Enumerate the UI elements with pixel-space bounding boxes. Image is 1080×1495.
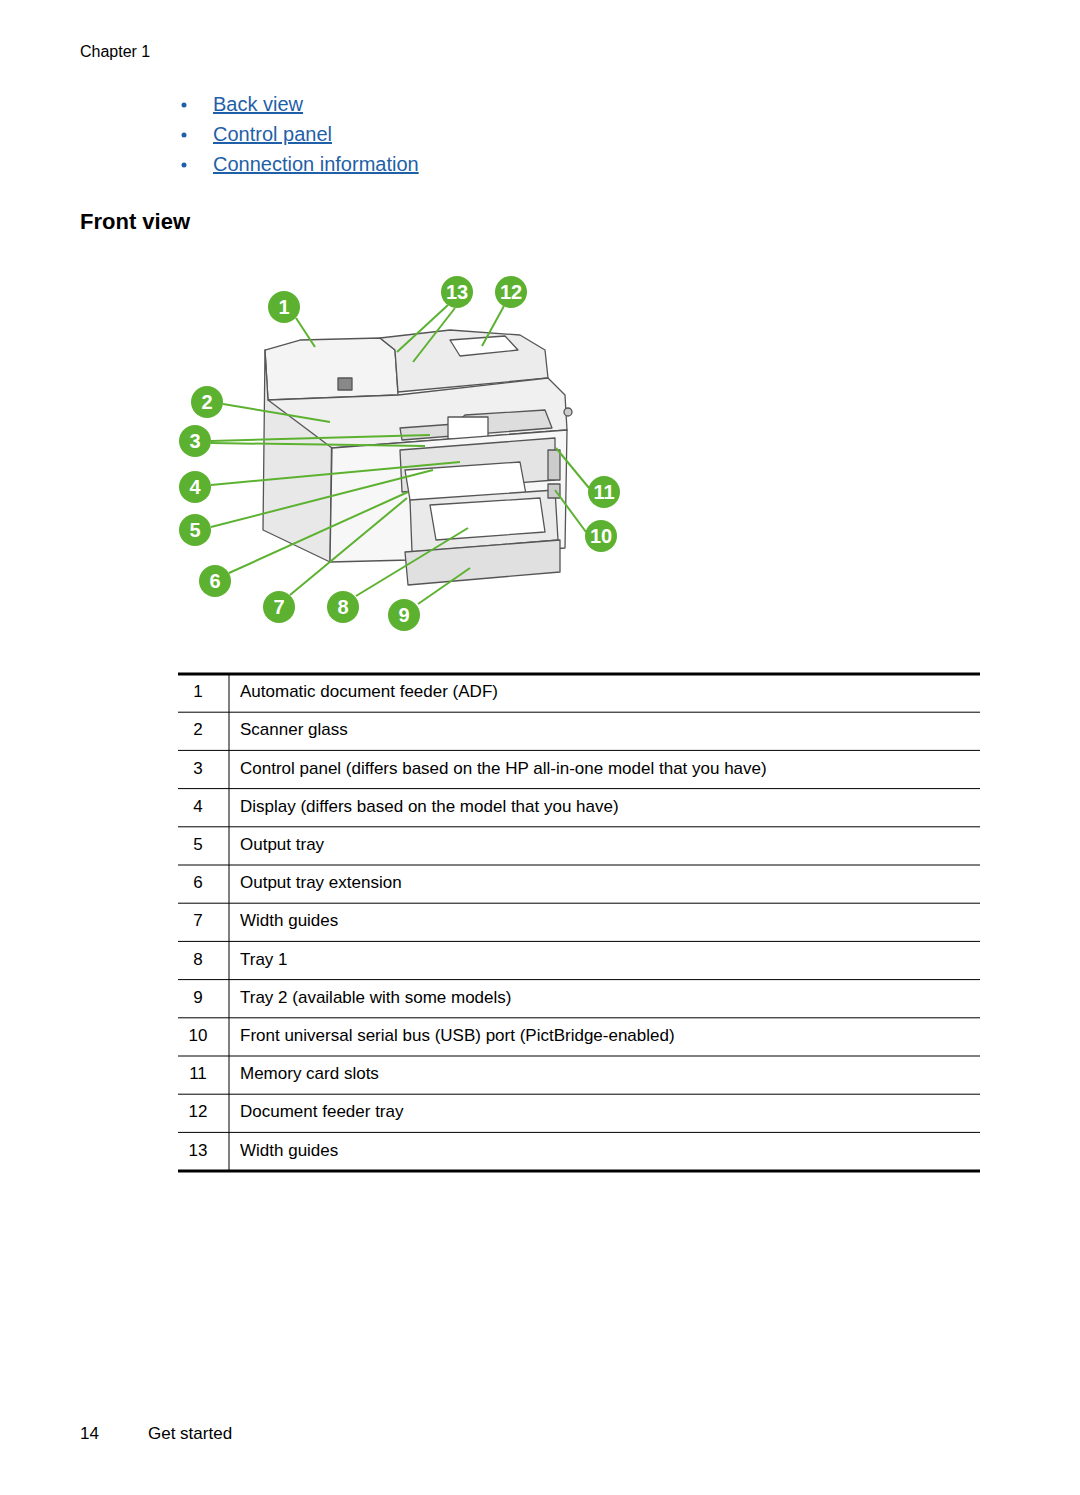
row-rule	[178, 979, 980, 980]
row-number: 9	[193, 988, 202, 1008]
callout-number: 4	[189, 477, 200, 497]
callout-circle: 3	[179, 425, 211, 457]
callout-circle: 11	[588, 476, 620, 508]
row-rule	[178, 1094, 980, 1095]
chapter-header: Chapter 1	[80, 42, 150, 61]
callout-number: 13	[446, 282, 468, 302]
part-description: Document feeder tray	[240, 1102, 403, 1122]
row-number: 10	[189, 1026, 208, 1046]
callout-number: 9	[398, 605, 409, 625]
callout-circle: 8	[327, 591, 359, 623]
row-number: 11	[189, 1064, 207, 1084]
part-description: Front universal serial bus (USB) port (P…	[240, 1026, 675, 1046]
row-number: 13	[189, 1141, 208, 1161]
row-rule	[178, 1132, 980, 1133]
callout-number: 8	[337, 597, 348, 617]
callout-number: 5	[189, 520, 200, 540]
callout-circle: 5	[179, 514, 211, 546]
part-description: Output tray extension	[240, 873, 402, 893]
part-description: Scanner glass	[240, 720, 348, 740]
printer-illustration	[263, 330, 572, 585]
row-number: 4	[193, 797, 202, 817]
row-number: 5	[193, 835, 202, 855]
row-rule	[178, 903, 980, 904]
callout-number: 3	[189, 431, 200, 451]
callout-number: 6	[209, 571, 220, 591]
page-number: 14	[80, 1424, 99, 1444]
part-description: Tray 2 (available with some models)	[240, 988, 511, 1008]
callout-number: 2	[201, 392, 212, 412]
callout-number: 10	[590, 526, 612, 546]
callout-number: 12	[500, 282, 522, 302]
part-description: Memory card slots	[240, 1064, 379, 1084]
part-description: Width guides	[240, 911, 338, 931]
part-description: Width guides	[240, 1141, 338, 1161]
part-description: Control panel (differs based on the HP a…	[240, 759, 767, 779]
row-rule	[178, 750, 980, 751]
part-description: Tray 1	[240, 950, 288, 970]
callout-number: 11	[593, 482, 614, 502]
callout-circle: 12	[495, 276, 527, 308]
nav-link: Control panel	[213, 122, 332, 146]
row-rule	[178, 712, 980, 713]
section-heading: Front view	[80, 209, 190, 235]
nav-link: Connection information	[213, 152, 419, 176]
row-number: 3	[193, 759, 202, 779]
callout-circle: 9	[388, 599, 420, 631]
nav-link: Back view	[213, 92, 303, 116]
row-rule	[178, 865, 980, 866]
callout-circle: 7	[263, 591, 295, 623]
bullets	[182, 103, 187, 168]
row-rule	[178, 1017, 980, 1018]
leader-lines	[211, 305, 589, 604]
callout-circle: 10	[585, 520, 617, 552]
row-rule	[178, 826, 980, 827]
footer-text: Get started	[148, 1424, 232, 1444]
row-number: 12	[189, 1102, 208, 1122]
row-number: 8	[193, 950, 202, 970]
row-number: 7	[193, 911, 202, 931]
part-description: Output tray	[240, 835, 324, 855]
callout-circle: 13	[441, 276, 473, 308]
part-description: Automatic document feeder (ADF)	[240, 682, 498, 702]
row-rule	[178, 1056, 980, 1057]
callout-number: 7	[273, 597, 284, 617]
part-description: Display (differs based on the model that…	[240, 797, 619, 817]
row-number: 2	[193, 720, 202, 740]
row-rule	[178, 788, 980, 789]
row-number: 1	[193, 682, 202, 702]
callout-circle: 4	[179, 471, 211, 503]
callout-circle: 2	[191, 386, 223, 418]
table-rules	[178, 674, 980, 1171]
callout-circle: 6	[199, 565, 231, 597]
row-rule	[178, 941, 980, 942]
row-number: 6	[193, 873, 202, 893]
callout-circle: 1	[268, 291, 300, 323]
callout-number: 1	[278, 297, 289, 317]
